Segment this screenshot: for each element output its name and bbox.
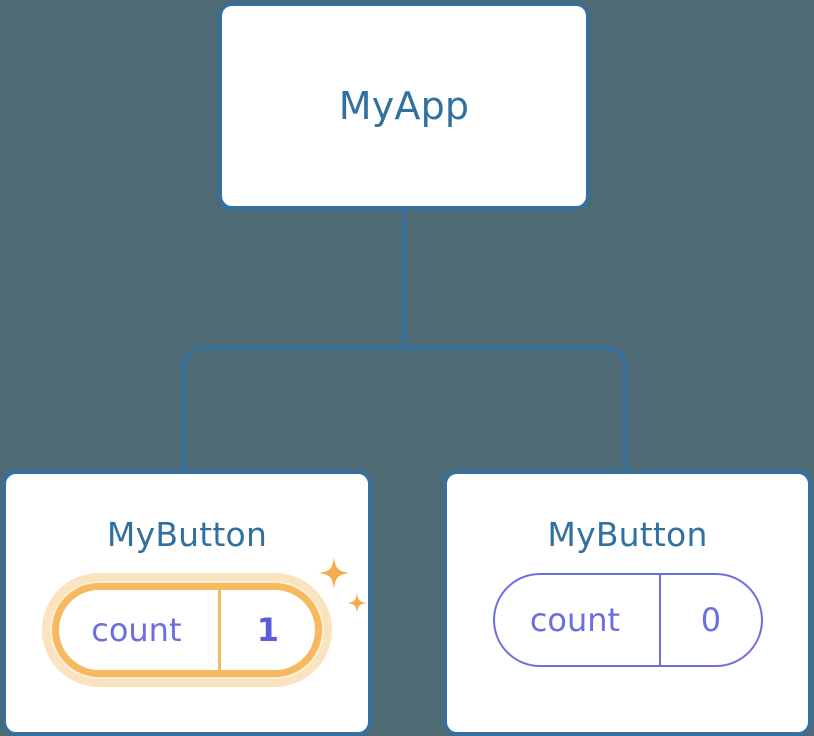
state-pill-right-wrap: count 0 — [492, 573, 763, 667]
state-pill-left[interactable]: count 1 — [52, 583, 322, 677]
node-myapp-title: MyApp — [338, 84, 470, 128]
state-key-left: count — [91, 611, 182, 649]
state-key-right: count — [529, 601, 621, 639]
node-mybutton-left-title: MyButton — [106, 515, 268, 554]
node-mybutton-right-title: MyButton — [547, 515, 708, 554]
state-pill-right-divider — [659, 575, 662, 665]
connector-branch-right — [606, 346, 627, 470]
state-pill-left-divider — [217, 590, 221, 670]
state-value-right: 0 — [700, 601, 722, 639]
state-pill-right[interactable]: count 0 — [492, 573, 763, 667]
connector-branch-left — [182, 346, 203, 470]
sparkle-large-icon — [318, 557, 350, 589]
sparkle-small-icon — [347, 593, 367, 613]
state-pill-left-wrap: count 1 — [42, 557, 367, 687]
node-mybutton-right[interactable]: MyButton count 0 — [443, 470, 812, 736]
state-pill-left-glow: count 1 — [42, 573, 332, 687]
node-myapp[interactable]: MyApp — [218, 2, 590, 210]
state-value-left: 1 — [256, 611, 279, 649]
node-mybutton-left[interactable]: MyButton count 1 — [2, 470, 372, 736]
